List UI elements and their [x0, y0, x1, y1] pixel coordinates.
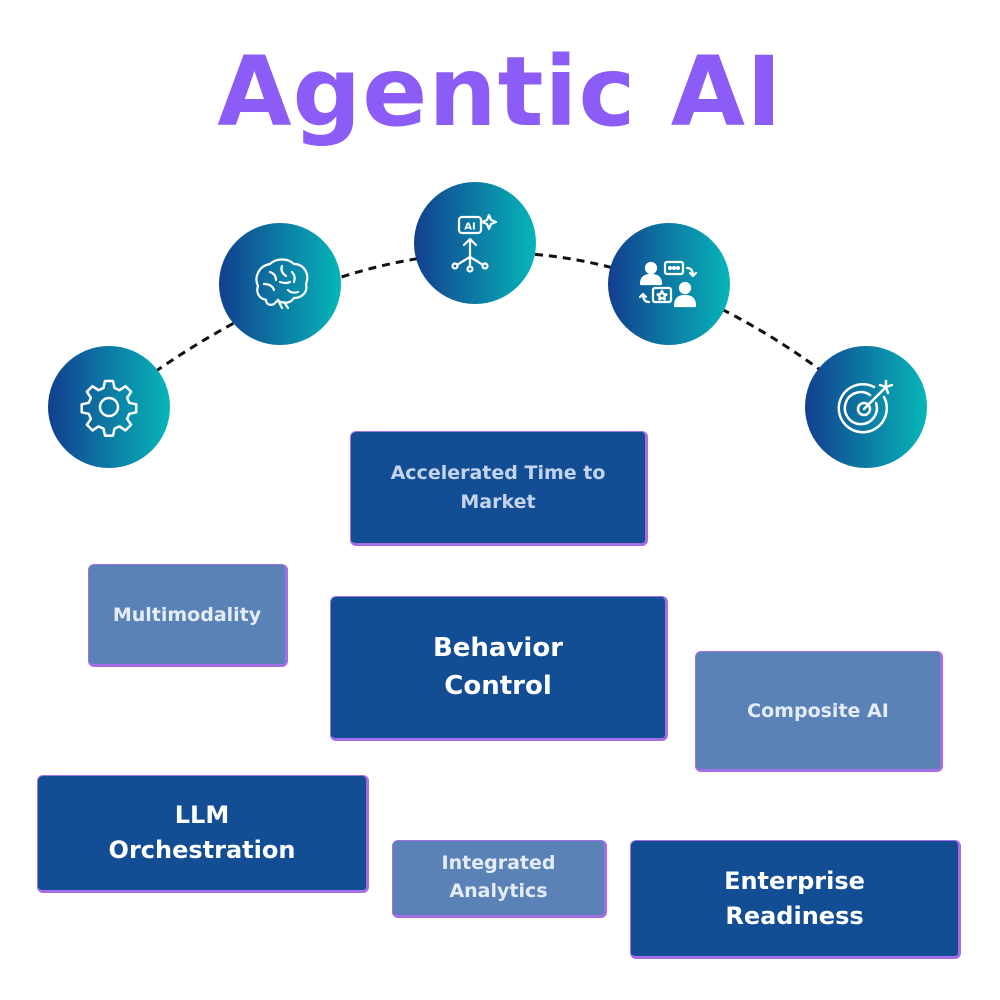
ai-network-icon: AI [451, 213, 498, 273]
page-title: Agentic AI [217, 36, 783, 148]
accelerated-time-to-market-box: Accelerated Time to Market [350, 431, 648, 546]
gear-icon [80, 379, 138, 437]
gear-circle [48, 346, 170, 468]
ai-network-circle: AI [414, 182, 536, 304]
composite-ai-box: Composite AI [695, 651, 943, 772]
svg-text:AI: AI [464, 222, 475, 233]
llm-orchestration-box: LLM Orchestration [37, 775, 369, 893]
box-label: Enterprise Readiness [724, 866, 865, 930]
collaboration-circle [608, 223, 730, 345]
enterprise-readiness-box: Enterprise Readiness [630, 840, 961, 959]
box-label: Composite AI [747, 699, 889, 722]
target-circle [805, 346, 927, 468]
brain-icon [255, 258, 309, 310]
box-label: LLM Orchestration [108, 801, 296, 864]
box-label: Multimodality [112, 603, 262, 626]
collaboration-icon [638, 260, 698, 308]
box-label: Behavior Control [432, 632, 564, 701]
target-icon [837, 379, 894, 434]
multimodality-box: Multimodality [88, 564, 288, 667]
box-label: Accelerated Time to Market [390, 462, 606, 513]
integrated-analytics-box: Integrated Analytics [392, 840, 607, 918]
box-label: Integrated Analytics [441, 852, 556, 902]
behavior-control-box: Behavior Control [330, 596, 668, 741]
brain-circle [219, 223, 341, 345]
